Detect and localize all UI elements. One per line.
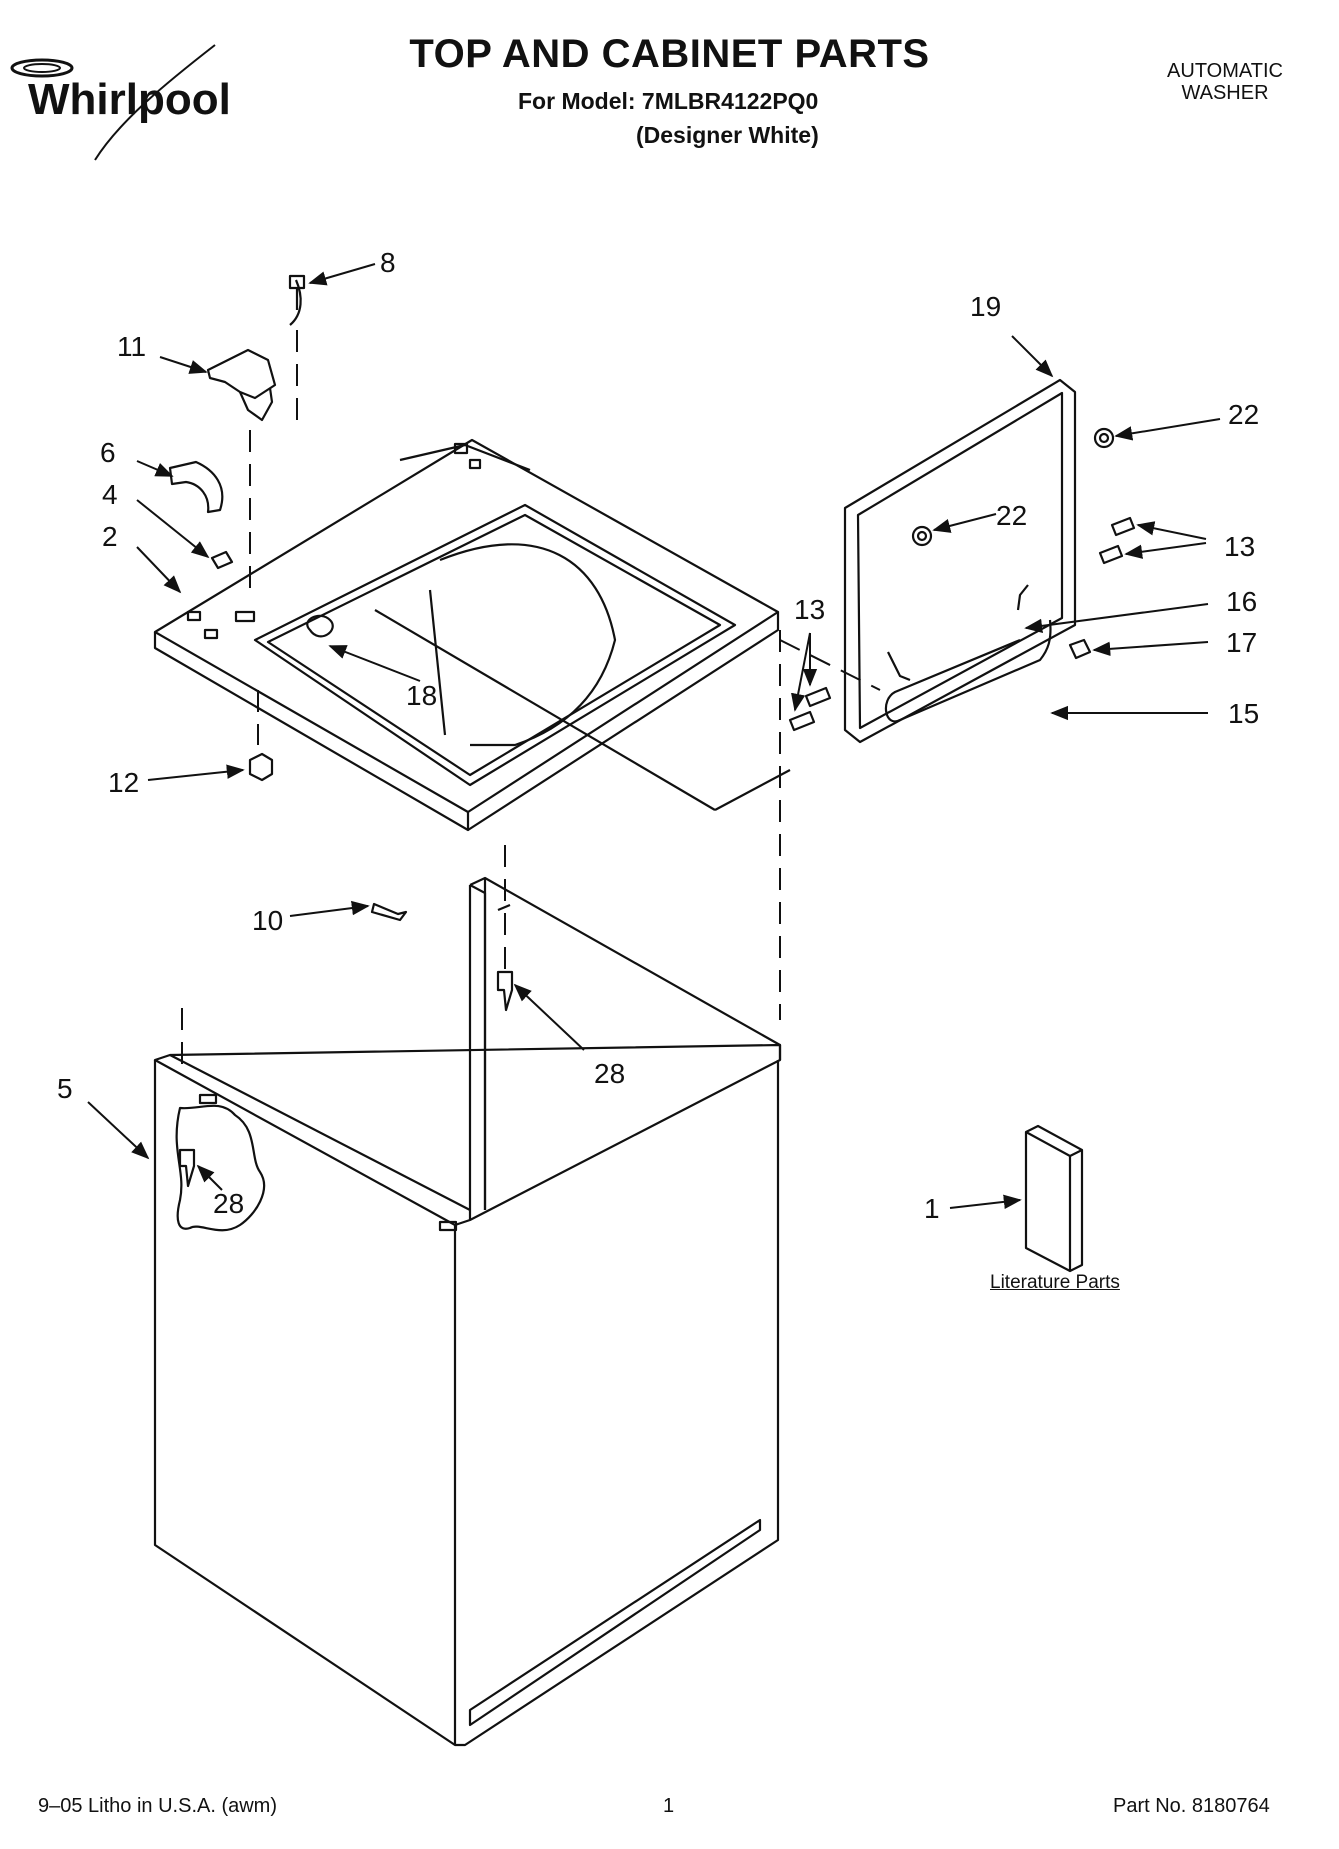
hinge-screws — [788, 516, 1136, 732]
alignment-lines — [181, 330, 881, 1065]
callout-18: 18 — [406, 680, 437, 711]
footer-print-info: 9–05 Litho in U.S.A. (awm) — [38, 1795, 277, 1817]
literature-booklet — [1024, 1124, 1084, 1273]
callout-22-upper: 22 — [1228, 399, 1259, 430]
callout-28-cabinet: 28 — [213, 1188, 244, 1219]
callout-10: 10 — [252, 905, 283, 936]
lid-bumper — [911, 427, 1115, 547]
callout-labels: 8 11 6 4 2 18 12 19 22 22 13 13 16 17 15… — [57, 247, 1259, 1224]
callout-19: 19 — [970, 291, 1001, 322]
logo-wordmark: Whirlpool — [28, 75, 231, 124]
product-category: AUTOMATIC WASHER — [1150, 60, 1300, 104]
callout-22-lower: 22 — [996, 500, 1027, 531]
literature-parts-label: Literature Parts — [990, 1272, 1120, 1293]
callout-8: 8 — [380, 247, 396, 278]
hinge-bracket — [168, 460, 234, 570]
callout-28-back: 28 — [594, 1058, 625, 1089]
callout-17: 17 — [1226, 627, 1257, 658]
callout-13-right: 13 — [1224, 531, 1255, 562]
callout-6: 6 — [100, 437, 116, 468]
whirlpool-logo: Whirlpool — [10, 44, 231, 161]
washer-cabinet — [153, 1043, 782, 1747]
washer-lid — [843, 378, 1077, 744]
callout-5: 5 — [57, 1073, 73, 1104]
lid-switch-assembly — [206, 274, 306, 422]
cabinet-screws — [178, 902, 514, 1188]
hex-nut — [248, 752, 274, 782]
callout-4: 4 — [102, 479, 118, 510]
part-number: Part No. 8180764 — [1113, 1795, 1270, 1817]
page-title: TOP AND CABINET PARTS — [409, 32, 930, 76]
callout-2: 2 — [102, 521, 118, 552]
callout-arrows — [87, 263, 1221, 1209]
callout-11: 11 — [117, 331, 146, 362]
category-line-1: AUTOMATIC — [1167, 60, 1283, 82]
washer-top-panel — [153, 438, 791, 832]
page-number: 1 — [663, 1795, 675, 1817]
callout-16: 16 — [1226, 586, 1257, 617]
category-line-2: WASHER — [1181, 82, 1269, 104]
callout-1: 1 — [924, 1193, 940, 1224]
callout-15: 15 — [1228, 698, 1259, 729]
callout-13-left: 13 — [794, 594, 825, 625]
callout-12: 12 — [108, 767, 139, 798]
model-variant: (Designer White) — [636, 122, 819, 148]
model-number: For Model: 7MLBR4122PQ0 — [518, 88, 819, 114]
